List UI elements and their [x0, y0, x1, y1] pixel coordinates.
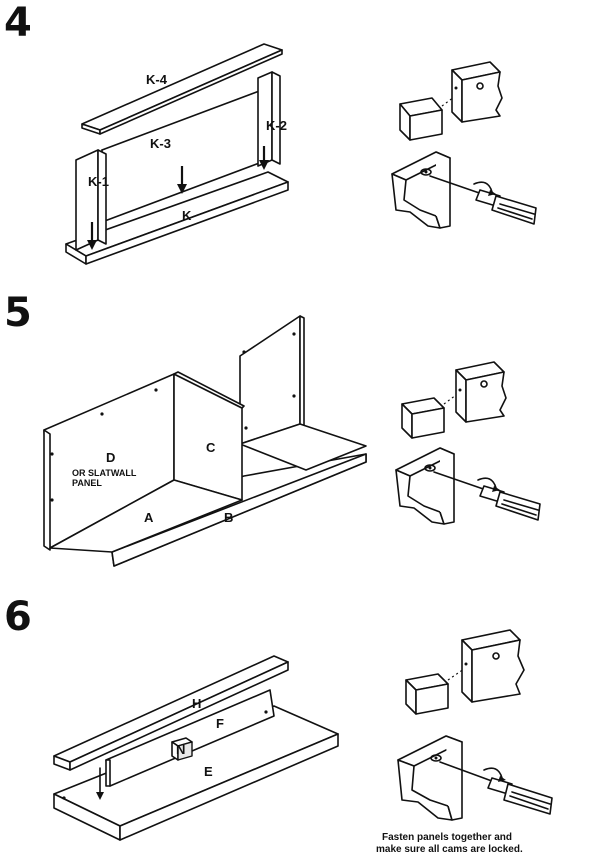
down-arrow-icon — [96, 767, 104, 800]
label-d: D — [106, 450, 115, 465]
step-5-diagram: D OR SLATWALL PANEL C A B — [43, 315, 367, 567]
screwdriver-icon — [439, 761, 553, 815]
panel-k2-edge — [271, 71, 281, 165]
rotation-arrow-icon — [477, 477, 497, 489]
label-k3: K-3 — [150, 136, 171, 151]
down-arrow-icon — [87, 222, 97, 250]
step-5: 5 D — [4, 290, 541, 567]
label-f: F — [216, 716, 224, 731]
panel-k4-edge-side — [99, 49, 283, 135]
rotation-arrow-icon — [473, 181, 493, 193]
step-number: 5 — [4, 290, 32, 336]
label-k2: K-2 — [266, 118, 287, 133]
rotation-arrow-icon — [483, 767, 503, 779]
label-a: A — [144, 510, 154, 525]
label-n: N — [176, 742, 185, 757]
step-6: 6 H F — [4, 594, 553, 855]
step-6-diagram: H F N E — [53, 655, 339, 841]
label-k: K — [182, 208, 192, 223]
label-c: C — [206, 440, 216, 455]
label-d-note-2: PANEL — [72, 478, 102, 488]
label-e: E — [204, 764, 213, 779]
panel-k4 — [81, 43, 283, 131]
step-4: 4 — [4, 0, 537, 265]
screwdriver-icon — [429, 175, 537, 225]
label-k4: K-4 — [146, 72, 168, 87]
panel-k1 — [75, 149, 99, 251]
label-d-note-1: OR SLATWALL — [72, 468, 137, 478]
step-number: 6 — [4, 594, 32, 640]
label-h: H — [192, 696, 201, 711]
down-arrow-icon — [259, 146, 269, 170]
label-b: B — [224, 510, 233, 525]
cam-lock-detail-icon — [395, 361, 507, 525]
screwdriver-icon — [433, 471, 541, 521]
caption-line-2: make sure all cams are locked. — [376, 844, 523, 855]
panel-k-edge-side — [85, 181, 289, 265]
cam-lock-detail-icon — [397, 629, 525, 821]
step-4-diagram: K-4 K-3 K-2 K-1 K — [65, 43, 289, 265]
label-k1: K-1 — [88, 174, 109, 189]
down-arrow-icon — [177, 166, 187, 194]
caption-line-1: Fasten panels together and — [382, 832, 512, 843]
cam-lock-detail-icon — [391, 61, 503, 229]
panel-k1-edge — [97, 149, 107, 245]
step-number: 4 — [4, 0, 32, 46]
